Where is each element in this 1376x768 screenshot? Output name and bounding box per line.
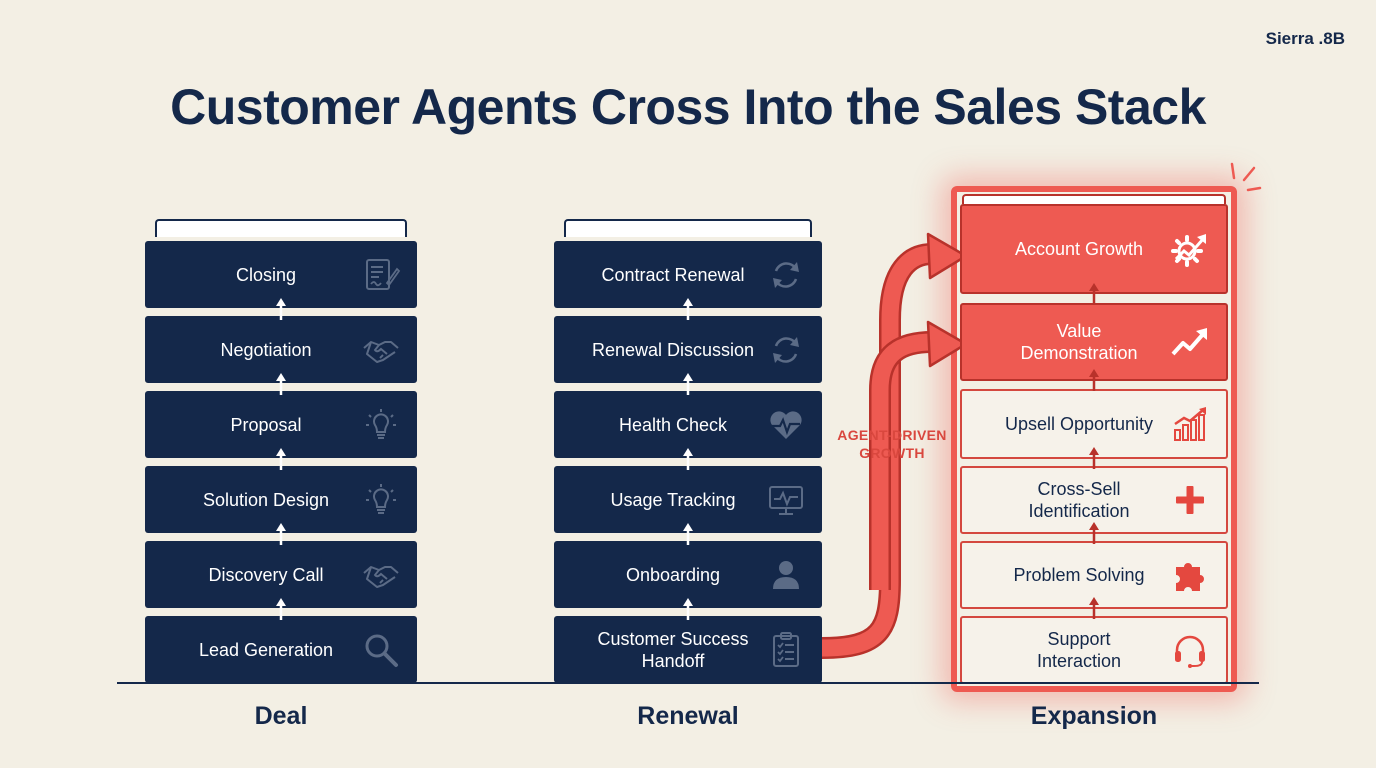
monitor-chart-icon <box>766 480 806 520</box>
layer-label: Value Demonstration <box>1020 321 1138 363</box>
layer-label: Onboarding <box>625 564 721 585</box>
handshake-icon <box>361 330 401 370</box>
layer-label: Contract Renewal <box>601 264 745 285</box>
refresh-icon <box>766 255 806 295</box>
lightbulb-icon <box>361 480 401 520</box>
checklist-icon <box>766 630 806 670</box>
stack-cap-expansion <box>962 194 1226 204</box>
stack-arrow-icon <box>1088 368 1100 392</box>
layer-onboarding: Onboarding <box>554 541 822 608</box>
stack-cap-renewal <box>564 219 812 237</box>
layer-support-interaction: Support Interaction <box>960 616 1228 684</box>
stack-arrow-icon <box>682 297 694 321</box>
layer-label: Solution Design <box>202 489 330 510</box>
layer-customer-success-handoff: Customer Success Handoff <box>554 616 822 683</box>
headset-icon <box>1170 630 1210 670</box>
stack-arrow-icon <box>275 372 287 396</box>
layer-closing: Closing <box>145 241 417 308</box>
layer-proposal: Proposal <box>145 391 417 458</box>
column-name-renewal: Renewal <box>637 702 739 730</box>
brand-label: Sierra .8B <box>1265 29 1345 48</box>
refresh-icon <box>766 330 806 370</box>
layer-usage-tracking: Usage Tracking <box>554 466 822 533</box>
layer-account-growth: Account Growth <box>960 204 1228 294</box>
layer-label: Cross-Sell Identification <box>1028 479 1130 521</box>
handshake-icon <box>361 555 401 595</box>
layer-label: Customer Success Handoff <box>597 628 749 671</box>
layer-label: Lead Generation <box>198 639 334 660</box>
user-icon <box>766 555 806 595</box>
stack-cap-deal <box>155 219 407 237</box>
layer-discovery-call: Discovery Call <box>145 541 417 608</box>
layer-label: Discovery Call <box>208 564 324 585</box>
stack-arrow-icon <box>1088 446 1100 470</box>
magnifier-icon <box>361 630 401 670</box>
column-name-deal: Deal <box>254 702 308 730</box>
layer-label: Negotiation <box>220 339 312 360</box>
puzzle-icon <box>1170 555 1210 595</box>
layer-label: Upsell Opportunity <box>1004 414 1154 434</box>
gear-growth-icon <box>1170 229 1210 269</box>
stack-arrow-icon <box>1088 282 1100 306</box>
stack-arrow-icon <box>275 597 287 621</box>
layer-value-demonstration: Value Demonstration <box>960 303 1228 381</box>
heart-pulse-icon <box>766 405 806 445</box>
signed-document-icon <box>361 255 401 295</box>
stack-arrow-icon <box>275 447 287 471</box>
agent-growth-arrows <box>821 232 968 659</box>
layer-label: Support Interaction <box>1036 629 1122 671</box>
stack-arrow-icon <box>1088 521 1100 545</box>
layer-label: Usage Tracking <box>610 489 736 510</box>
agent-driven-growth-label: AGENT-DRIVEN GROWTH <box>837 427 947 461</box>
trend-up-icon <box>1170 322 1210 362</box>
layer-renewal-discussion: Renewal Discussion <box>554 316 822 383</box>
layer-solution-design: Solution Design <box>145 466 417 533</box>
stack-arrow-icon <box>682 522 694 546</box>
layer-health-check: Health Check <box>554 391 822 458</box>
stack-arrow-icon <box>682 447 694 471</box>
stack-arrow-icon <box>682 597 694 621</box>
stack-arrow-icon <box>275 522 287 546</box>
layer-negotiation: Negotiation <box>145 316 417 383</box>
baseline-divider <box>117 682 1259 684</box>
stack-arrow-icon <box>1088 596 1100 620</box>
layer-label: Problem Solving <box>1013 565 1145 585</box>
bar-growth-icon <box>1170 404 1210 444</box>
layer-label: Closing <box>235 264 297 285</box>
stack-arrow-icon <box>275 297 287 321</box>
column-name-expansion: Expansion <box>1030 702 1158 730</box>
layer-label: Renewal Discussion <box>591 339 755 360</box>
layer-label: Health Check <box>618 414 728 435</box>
layer-lead-generation: Lead Generation <box>145 616 417 683</box>
layer-label: Account Growth <box>1014 239 1144 259</box>
plus-icon <box>1170 480 1210 520</box>
layer-label: Proposal <box>230 414 302 435</box>
layer-contract-renewal: Contract Renewal <box>554 241 822 308</box>
spark-lines <box>1230 162 1262 192</box>
expansion-highlight-frame <box>951 186 1237 692</box>
page-title: Customer Agents Cross Into the Sales Sta… <box>170 79 1206 135</box>
stack-arrow-icon <box>682 372 694 396</box>
lightbulb-icon <box>361 405 401 445</box>
